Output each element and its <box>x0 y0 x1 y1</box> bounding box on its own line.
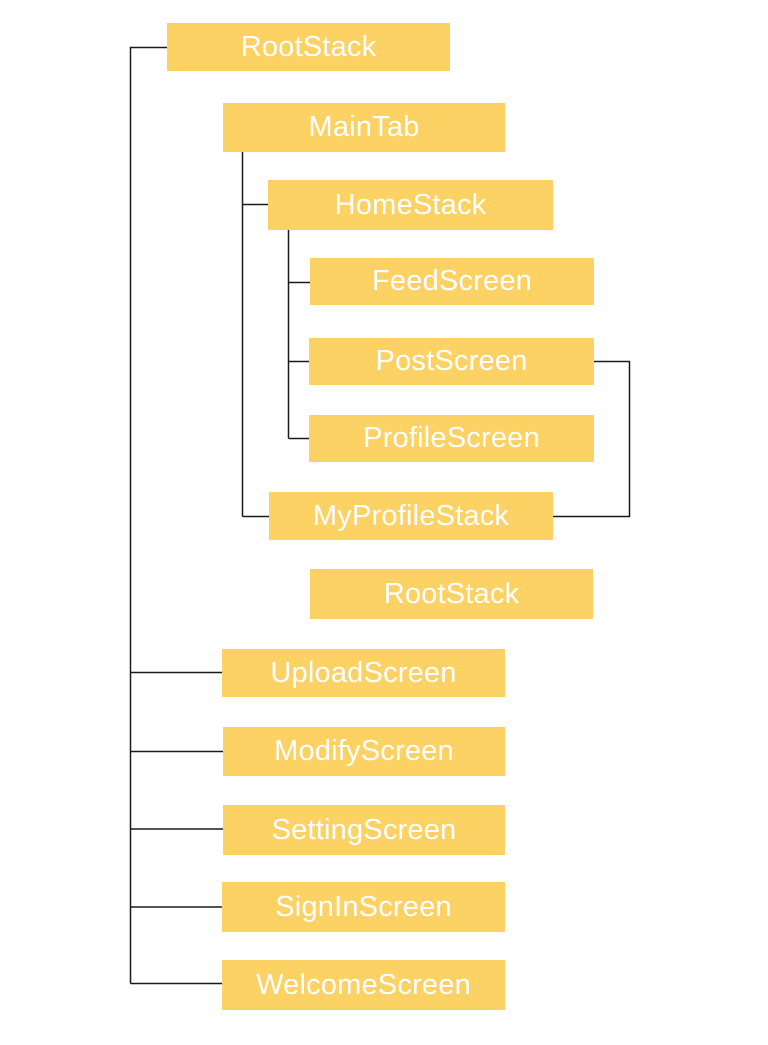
node-feed-screen: FeedScreen <box>310 258 594 305</box>
node-modify-screen: ModifyScreen <box>223 727 505 776</box>
node-welcome-screen: WelcomeScreen <box>222 960 505 1010</box>
connector-rootstack-rail <box>129 46 167 984</box>
node-home-stack: HomeStack <box>268 180 553 230</box>
node-setting-screen: SettingScreen <box>223 805 505 855</box>
node-post-screen: PostScreen <box>309 338 594 385</box>
node-sign-in-screen: SignInScreen <box>222 882 505 932</box>
node-upload-screen: UploadScreen <box>222 649 505 697</box>
connector-postscreen-myprofilestack <box>553 360 631 518</box>
node-root-stack-2: RootStack <box>310 569 593 619</box>
node-root-stack: RootStack <box>167 23 450 71</box>
node-my-profile-stack: MyProfileStack <box>269 492 553 540</box>
node-main-tab: MainTab <box>223 103 505 152</box>
node-profile-screen: ProfileScreen <box>309 415 594 462</box>
